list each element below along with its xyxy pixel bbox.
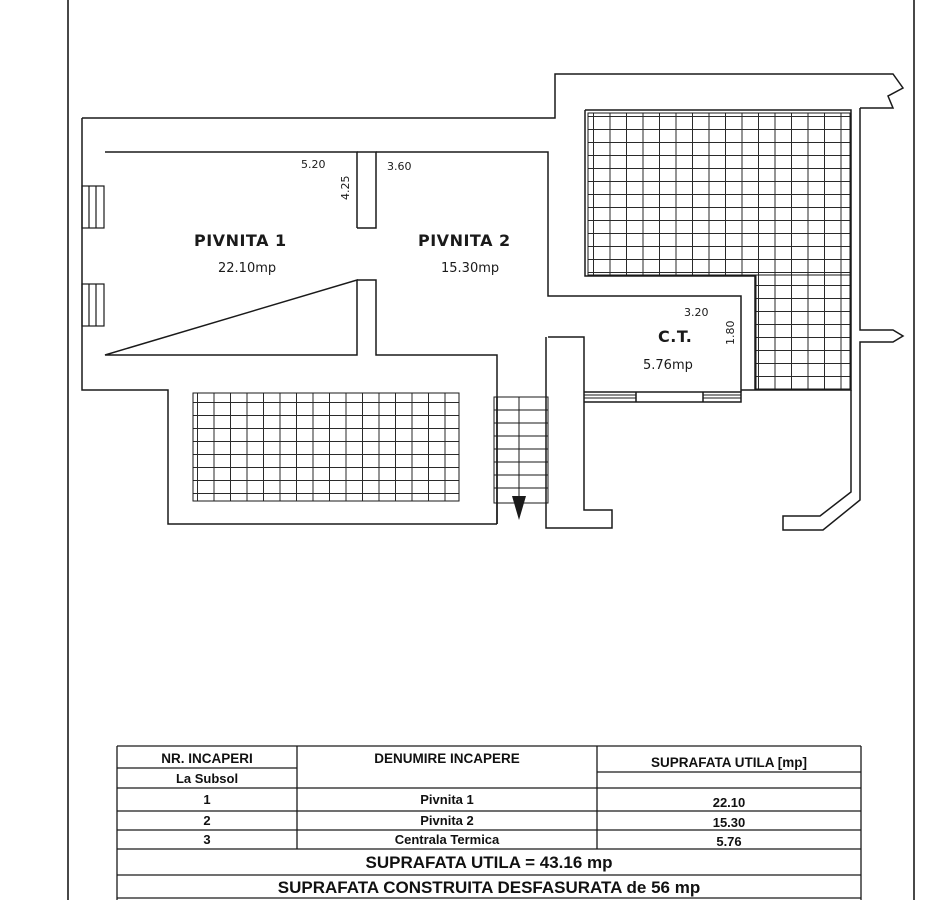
dim-length-pivnita-1: 4.25 <box>339 176 352 201</box>
table-row-1-nr: 1 <box>203 792 210 807</box>
room-name-pivnita-1: PIVNITA 1 <box>194 231 287 250</box>
table-header-nr: NR. INCAPERI <box>161 751 253 766</box>
window-ct-left <box>584 394 636 399</box>
room-area-pivnita-1: 22.10mp <box>218 261 276 276</box>
table-level-label: La Subsol <box>176 771 238 786</box>
table-row-3-nr: 3 <box>203 832 210 847</box>
dim-width-pivnita-1: 5.20 <box>301 158 326 171</box>
tiled-terrace-top-right <box>587 112 851 390</box>
table-row-3-name: Centrala Termica <box>395 832 500 847</box>
window-left-lower <box>81 283 105 327</box>
room-name-ct: C.T. <box>658 327 692 346</box>
tiled-terrace-bottom-left <box>192 392 460 502</box>
table-total-built-area: SUPRAFATA CONSTRUITA DESFASURATA de 56 m… <box>278 878 701 897</box>
table-header-name: DENUMIRE INCAPERE <box>374 751 520 766</box>
table-row-1-area: 22.10 <box>713 795 746 810</box>
walls <box>81 73 905 531</box>
area-table: NR. INCAPERI DENUMIRE INCAPERE SUPRAFATA… <box>116 745 862 900</box>
staircase <box>493 396 549 508</box>
table-header-area: SUPRAFATA UTILA [mp] <box>651 755 807 770</box>
room-area-pivnita-2: 15.30mp <box>441 261 499 276</box>
dim-length-ct: 1.80 <box>724 321 737 346</box>
table-total-useful-area: SUPRAFATA UTILA = 43.16 mp <box>365 853 612 872</box>
dim-width-pivnita-2: 3.60 <box>387 160 412 173</box>
dim-width-ct: 3.20 <box>684 306 709 319</box>
table-row-2-area: 15.30 <box>713 815 746 830</box>
table-row-2-nr: 2 <box>203 813 210 828</box>
table-row-3-area: 5.76 <box>716 834 741 849</box>
table-row-2-name: Pivnita 2 <box>420 813 473 828</box>
table-row-1-name: Pivnita 1 <box>420 792 473 807</box>
window-left-upper <box>81 185 105 229</box>
room-name-pivnita-2: PIVNITA 2 <box>418 231 511 250</box>
stair-direction-arrow-icon <box>512 496 526 520</box>
room-area-ct: 5.76mp <box>643 358 693 373</box>
window-ct-right <box>703 394 741 399</box>
